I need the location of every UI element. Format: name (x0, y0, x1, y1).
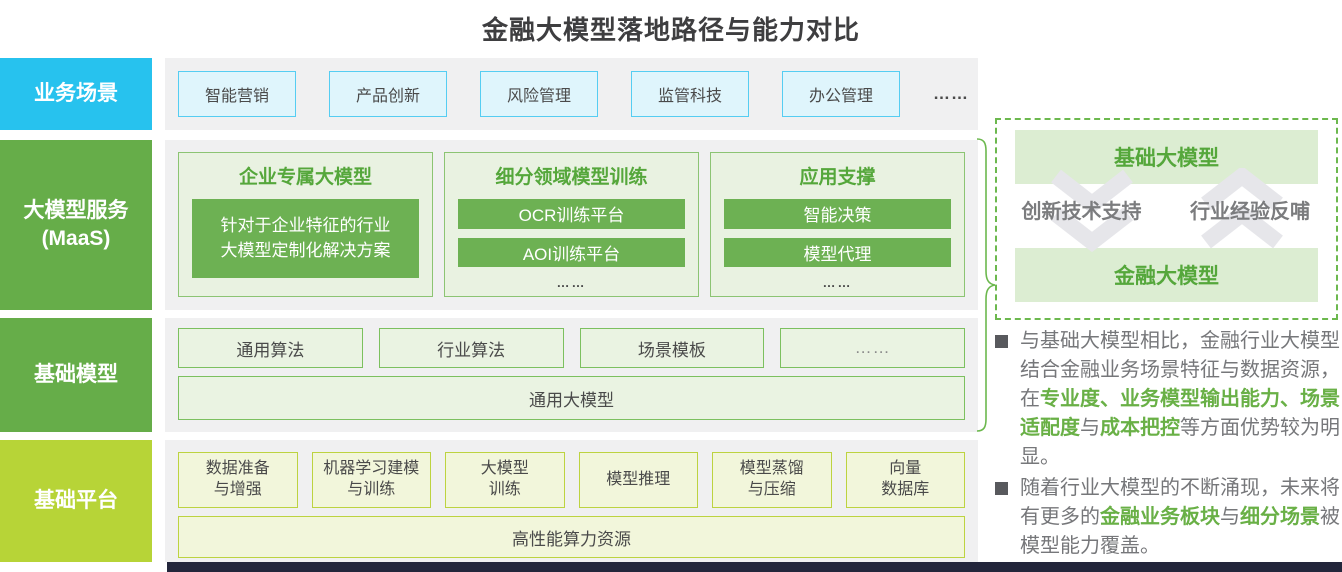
platform-box: 大模型 训练 (445, 452, 565, 508)
maas-row: 企业专属大模型 针对于企业特征的行业 大模型定制化解决方案 细分领域模型训练 O… (165, 140, 978, 310)
group-item: 针对于企业特征的行业 大模型定制化解决方案 (192, 199, 419, 278)
more-ellipsis-box: …… (780, 328, 965, 368)
group-item: AOI训练平台 (458, 237, 685, 267)
group-item: 智能决策 (724, 199, 951, 229)
row-label-business-scenarios: 业务场景 (0, 58, 152, 130)
business-scenarios-row: 智能营销 产品创新 风险管理 监管科技 办公管理 …… (165, 58, 978, 130)
note-text: 随着行业大模型的不断涌现，未来将有更多的金融业务板块与细分场景被模型能力覆盖。 (1020, 477, 1340, 557)
group-enterprise-model: 企业专属大模型 针对于企业特征的行业 大模型定制化解决方案 (178, 152, 433, 297)
scenario-box: 办公管理 (782, 71, 900, 117)
row-label-foundation-model: 基础模型 (0, 318, 152, 432)
foundation-box: 场景模板 (579, 328, 765, 368)
foundation-boxes: 通用算法 行业算法 场景模板 …… (178, 328, 965, 368)
industry-feedback-label: 行业经验反哺 (1190, 200, 1310, 223)
curly-brace-connector-icon (976, 138, 996, 432)
innovation-support-label: 创新技术支持 (1021, 200, 1142, 223)
platform-row: 数据准备 与增强 机器学习建模 与训练 大模型 训练 模型推理 模型蒸馏 与压缩… (165, 440, 978, 562)
platform-box: 机器学习建模 与训练 (311, 452, 431, 508)
scenario-box: 智能营销 (178, 71, 296, 117)
note-text: 与基础大模型相比，金融行业大模型结合金融业务场景特征与数据资源，在专业度、业务模… (1020, 330, 1340, 468)
row-label-subtext: (MaaS) (41, 227, 111, 250)
foundation-model-row: 通用算法 行业算法 场景模板 …… 通用大模型 (165, 318, 978, 432)
row-label-text: 基础模型 (34, 362, 118, 386)
row-label-maas: 大模型服务 (MaaS) (0, 140, 152, 310)
group-domain-training: 细分领域模型训练 OCR训练平台 AOI训练平台 …… (444, 152, 699, 297)
more-ellipsis: …… (822, 275, 853, 290)
general-large-model-bar: 通用大模型 (178, 376, 965, 420)
bullet-square-icon (995, 482, 1008, 495)
row-label-text: 业务场景 (34, 81, 118, 105)
row-label-text: 基础平台 (34, 488, 118, 512)
finance-large-model-box: 金融大模型 (1015, 248, 1318, 302)
scenario-box: 产品创新 (329, 71, 447, 117)
foundation-box: 行业算法 (378, 328, 564, 368)
row-label-text: 大模型服务 (23, 198, 129, 222)
double-chevron-up-icon (1201, 168, 1283, 249)
row-label-platform: 基础平台 (0, 440, 152, 562)
group-item: 模型代理 (724, 237, 951, 267)
scenario-box: 监管科技 (631, 71, 749, 117)
platform-box: 模型蒸馏 与压缩 (712, 452, 832, 508)
double-chevron-down-icon (1051, 169, 1133, 253)
bullet-square-icon (995, 335, 1008, 348)
group-application-support: 应用支撑 智能决策 模型代理 …… (710, 152, 965, 297)
group-title: 应用支撑 (799, 167, 876, 188)
page-title: 金融大模型落地路径与能力对比 (481, 15, 860, 45)
model-comparison-panel: 基础大模型 金融大模型 创新技术支持 行业经验反哺 (995, 118, 1338, 320)
group-title: 企业专属大模型 (238, 167, 372, 188)
platform-box: 模型推理 (578, 452, 698, 508)
notes-section: 与基础大模型相比，金融行业大模型结合金融业务场景特征与数据资源，在专业度、业务模… (995, 327, 1342, 563)
platform-box: 数据准备 与增强 (178, 452, 298, 508)
group-item: OCR训练平台 (458, 199, 685, 229)
more-ellipsis: …… (933, 84, 969, 103)
compute-resource-bar: 高性能算力资源 (178, 516, 965, 558)
foundation-box: 通用算法 (178, 328, 363, 368)
note-item: 与基础大模型相比，金融行业大模型结合金融业务场景特征与数据资源，在专业度、业务模… (995, 327, 1342, 472)
scenario-box: 风险管理 (480, 71, 598, 117)
group-title: 细分领域模型训练 (495, 167, 648, 188)
platform-box: 向量 数据库 (845, 452, 965, 508)
note-item: 随着行业大模型的不断涌现，未来将有更多的金融业务板块与细分场景被模型能力覆盖。 (995, 474, 1342, 561)
footer-bar (167, 562, 1342, 572)
more-ellipsis: …… (556, 275, 587, 290)
platform-boxes: 数据准备 与增强 机器学习建模 与训练 大模型 训练 模型推理 模型蒸馏 与压缩… (178, 452, 965, 508)
